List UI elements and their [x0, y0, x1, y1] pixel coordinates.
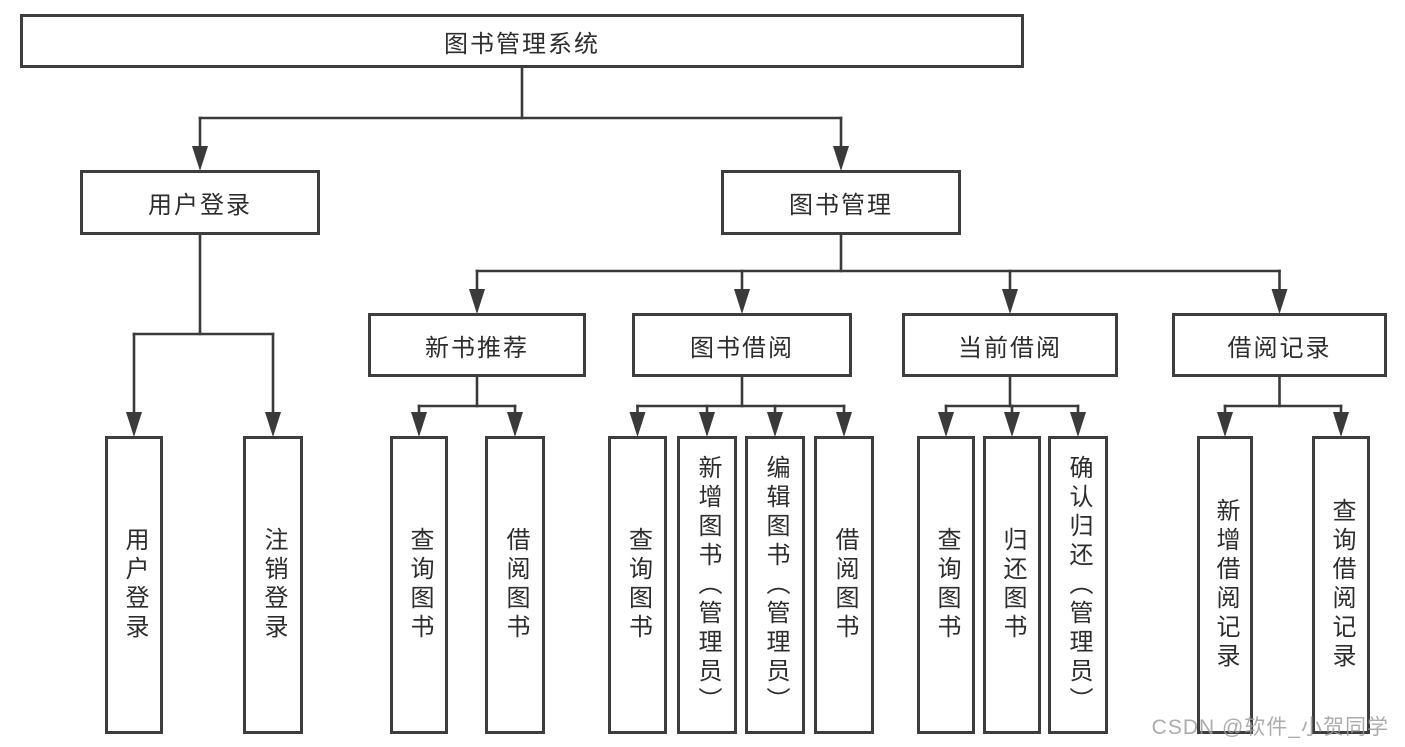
node-label: 新增图书（管理员）	[694, 454, 721, 716]
arrowhead	[938, 412, 954, 437]
arrowhead	[469, 289, 485, 314]
arrowhead	[734, 289, 750, 314]
arrowhead	[1333, 412, 1349, 437]
node-user-login: 用户登录	[80, 170, 320, 235]
node-label: 图书借阅	[690, 334, 794, 362]
node-c1: 查询图书	[917, 436, 975, 734]
node-b1: 查询图书	[608, 436, 667, 734]
node-b2: 新增图书（管理员）	[677, 436, 737, 734]
node-b3: 编辑图书（管理员）	[745, 436, 805, 734]
node-label: 用户登录	[148, 192, 252, 219]
arrowhead	[836, 412, 852, 437]
node-new-rec: 新书推荐	[368, 313, 586, 377]
node-label: 借阅记录	[1227, 334, 1332, 362]
node-label: 图书管理系统	[444, 30, 600, 58]
node-n2: 借阅图书	[485, 436, 545, 734]
arrowhead	[411, 412, 427, 437]
arrowhead	[1002, 289, 1018, 314]
node-label: 用户登录	[121, 527, 148, 643]
node-u1: 用户登录	[105, 436, 163, 734]
arrowhead	[767, 412, 783, 437]
node-label: 确认归还（管理员）	[1065, 454, 1092, 716]
node-r2: 查询借阅记录	[1312, 436, 1370, 734]
node-c2: 归还图书	[983, 436, 1041, 734]
node-n1: 查询图书	[390, 436, 448, 734]
arrowhead	[1271, 289, 1288, 314]
node-book-mgmt: 图书管理	[721, 170, 961, 235]
node-label: 查询借阅记录	[1328, 498, 1355, 672]
arrowhead	[1217, 412, 1233, 437]
node-label: 当前借阅	[958, 334, 1062, 362]
arrowhead	[192, 146, 208, 171]
arrowhead	[1070, 412, 1086, 437]
node-r1: 新增借阅记录	[1197, 436, 1253, 734]
node-label: 注销登录	[260, 527, 287, 643]
arrowhead	[507, 412, 523, 437]
node-label: 查询图书	[624, 527, 652, 643]
node-label: 归还图书	[999, 527, 1026, 643]
arrowhead	[833, 146, 849, 171]
node-root: 图书管理系统	[20, 14, 1024, 68]
node-c3: 确认归还（管理员）	[1048, 436, 1108, 734]
node-label: 新书推荐	[425, 334, 529, 362]
node-label: 新增借阅记录	[1212, 498, 1239, 672]
node-label: 查询图书	[933, 527, 960, 643]
node-label: 编辑图书（管理员）	[762, 454, 789, 716]
arrowhead	[265, 412, 281, 437]
csdn-watermark: CSDN @软件_小贺同学	[1151, 716, 1389, 739]
node-u2: 注销登录	[243, 436, 303, 734]
arrowhead	[629, 412, 646, 437]
node-label: 借阅图书	[831, 527, 858, 643]
node-b4: 借阅图书	[814, 436, 874, 734]
node-records: 借阅记录	[1172, 313, 1387, 377]
node-borrow: 图书借阅	[632, 313, 852, 377]
arrowhead	[699, 412, 715, 437]
arrowhead	[126, 412, 142, 437]
node-label: 查询图书	[406, 527, 433, 643]
node-label: 图书管理	[789, 192, 893, 219]
node-label: 借阅图书	[502, 527, 529, 643]
arrowhead	[1004, 412, 1020, 437]
node-current: 当前借阅	[902, 313, 1118, 377]
